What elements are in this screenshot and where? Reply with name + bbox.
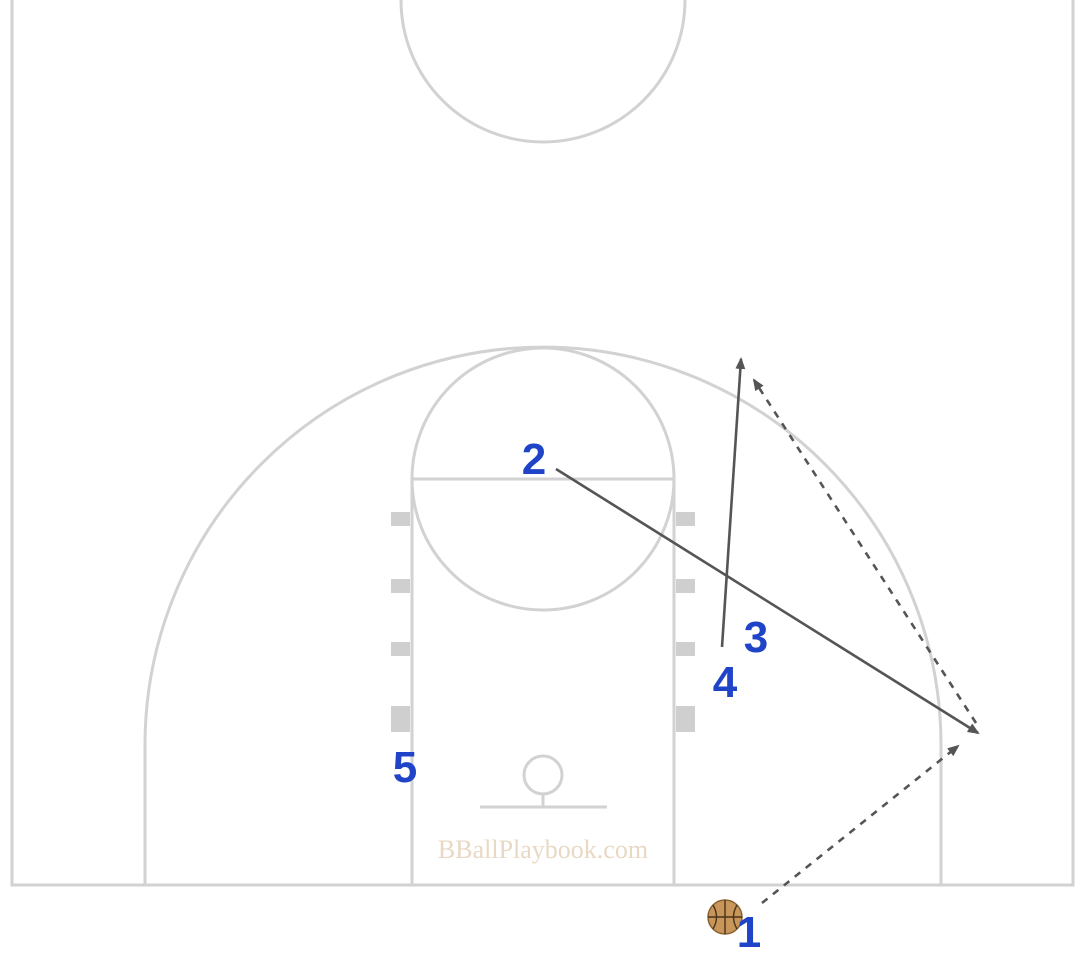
watermark: BBallPlaybook.com bbox=[438, 835, 648, 864]
hash-mark bbox=[676, 706, 695, 732]
player-1-label: 1 bbox=[737, 908, 761, 957]
player-3-label: 3 bbox=[744, 613, 768, 662]
hash-mark bbox=[391, 642, 410, 656]
player-4-label: 4 bbox=[713, 658, 738, 707]
lane bbox=[410, 477, 676, 885]
play-actions bbox=[555, 357, 980, 905]
pass-line-wing-to-top bbox=[752, 378, 978, 724]
pass-line-1-to-wing bbox=[761, 744, 960, 905]
hash-mark bbox=[391, 579, 410, 593]
basketball-icon bbox=[707, 899, 743, 935]
hash-mark bbox=[391, 512, 410, 526]
hash-mark bbox=[676, 579, 695, 593]
player-2-label: 2 bbox=[522, 435, 546, 484]
hash-mark bbox=[391, 706, 410, 732]
rim bbox=[522, 754, 564, 796]
hash-mark bbox=[676, 642, 695, 656]
free-throw-circle bbox=[410, 346, 676, 612]
player-5-label: 5 bbox=[393, 743, 417, 792]
hash-mark bbox=[676, 512, 695, 526]
lane-hash-marks bbox=[391, 512, 695, 732]
court-boundary bbox=[10, 0, 1075, 887]
cut-line-player-2 bbox=[555, 467, 980, 735]
center-circle bbox=[399, 0, 687, 144]
cut-line-player-4 bbox=[720, 357, 746, 648]
